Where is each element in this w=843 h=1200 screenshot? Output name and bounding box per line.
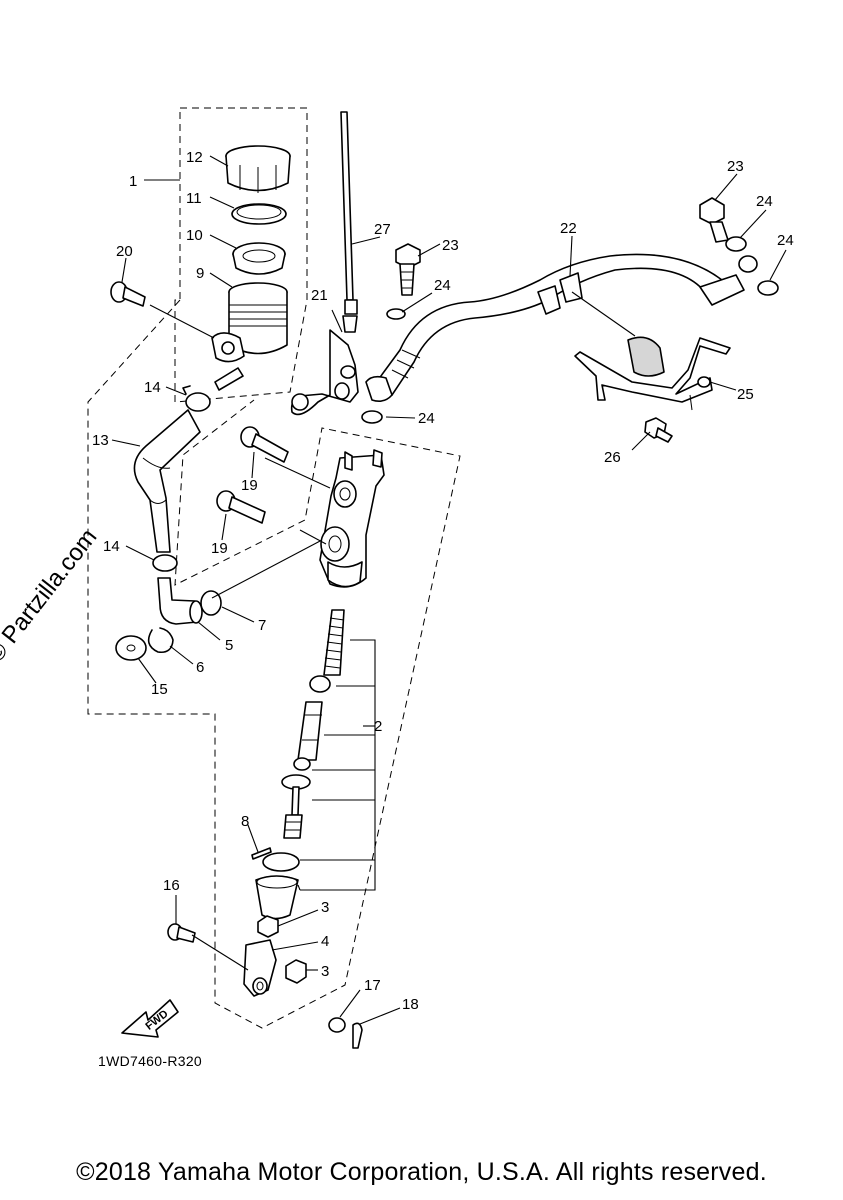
copyright-notice: ©2018 Yamaha Motor Corporation, U.S.A. A… xyxy=(76,1158,767,1186)
piston[interactable] xyxy=(297,701,323,761)
copper-washer-24-left-upper[interactable] xyxy=(386,308,406,320)
callout-24-right-b[interactable]: 24 xyxy=(777,232,794,249)
callout-21[interactable]: 21 xyxy=(311,287,328,304)
union-bolt-23-left[interactable] xyxy=(395,243,421,296)
callout-11[interactable]: 11 xyxy=(186,190,202,207)
callout-8[interactable]: 8 xyxy=(241,813,249,830)
cotter-pin-8[interactable] xyxy=(251,847,272,860)
callout-13[interactable]: 13 xyxy=(92,432,109,449)
nut-3-upper[interactable] xyxy=(257,915,279,938)
callout-27[interactable]: 27 xyxy=(374,221,391,238)
washer-17[interactable] xyxy=(328,1017,346,1033)
callout-14-upper[interactable]: 14 xyxy=(144,379,161,396)
callout-23-left[interactable]: 23 xyxy=(442,237,459,254)
master-cylinder-body[interactable] xyxy=(319,449,385,588)
callout-3-upper[interactable]: 3 xyxy=(321,899,329,916)
callout-12[interactable]: 12 xyxy=(186,149,203,166)
callout-2[interactable]: 2 xyxy=(374,718,382,735)
copper-washer-24-left-lower[interactable] xyxy=(361,410,383,424)
brake-hose[interactable] xyxy=(365,253,745,402)
callout-4[interactable]: 4 xyxy=(321,933,329,950)
reservoir-cap[interactable] xyxy=(225,145,291,193)
callout-6[interactable]: 6 xyxy=(196,659,204,676)
reservoir-assembly-outline xyxy=(87,107,461,1029)
callout-19-upper[interactable]: 19 xyxy=(241,477,258,494)
callout-24-right-a[interactable]: 24 xyxy=(756,193,773,210)
callout-14-lower[interactable]: 14 xyxy=(103,538,120,555)
callout-26[interactable]: 26 xyxy=(604,449,621,466)
copper-washer-24-right-b[interactable] xyxy=(757,280,779,296)
fwd-arrow-icon: FWD xyxy=(121,999,179,1038)
pin-16[interactable] xyxy=(167,923,196,943)
bolt-19-lower[interactable] xyxy=(216,490,266,524)
callout-19-lower[interactable]: 19 xyxy=(211,540,228,557)
callout-15[interactable]: 15 xyxy=(151,681,168,698)
copper-washer-24-right-a[interactable] xyxy=(725,236,747,252)
o-ring[interactable] xyxy=(200,590,222,616)
hose-banjo-right[interactable] xyxy=(738,255,758,273)
hose-guide[interactable] xyxy=(574,336,731,411)
return-spring[interactable] xyxy=(323,609,345,676)
callout-1[interactable]: 1 xyxy=(129,173,137,190)
washer-15[interactable] xyxy=(115,635,147,661)
cable-strap[interactable] xyxy=(340,111,358,333)
callout-9[interactable]: 9 xyxy=(196,265,204,282)
callout-24-left-lower[interactable]: 24 xyxy=(418,410,435,427)
callout-5[interactable]: 5 xyxy=(225,637,233,654)
bolt-26[interactable] xyxy=(644,417,673,443)
push-rod[interactable] xyxy=(281,774,311,839)
clevis[interactable] xyxy=(243,939,277,997)
spring-seat[interactable] xyxy=(309,675,331,693)
diagram-code: 1WD7460-R320 xyxy=(98,1053,202,1069)
reservoir-bracket[interactable] xyxy=(290,329,359,416)
callout-17[interactable]: 17 xyxy=(364,977,381,994)
hose-clamp-upper[interactable] xyxy=(182,385,211,412)
callout-10[interactable]: 10 xyxy=(186,227,203,244)
piston-cup[interactable] xyxy=(293,757,311,771)
leader-lines xyxy=(111,155,787,1025)
reservoir-hose[interactable] xyxy=(133,409,201,553)
boot[interactable] xyxy=(255,875,299,920)
circlip[interactable] xyxy=(147,627,174,654)
callout-23-right[interactable]: 23 xyxy=(727,158,744,175)
hose-clamp-lower[interactable] xyxy=(152,554,178,572)
reservoir-diaphragm[interactable] xyxy=(232,242,286,275)
piston-circlip[interactable] xyxy=(262,852,300,872)
hose-joint[interactable] xyxy=(157,577,203,625)
callout-labels: 1 2 3 3 4 5 6 7 8 9 10 11 12 13 14 14 15… xyxy=(92,149,794,1013)
reservoir-body[interactable] xyxy=(211,282,288,391)
callout-24-left-upper[interactable]: 24 xyxy=(434,277,451,294)
nut-3-lower[interactable] xyxy=(285,959,307,984)
callout-3-lower[interactable]: 3 xyxy=(321,963,329,980)
callout-22[interactable]: 22 xyxy=(560,220,577,237)
bolt-20[interactable] xyxy=(110,281,146,307)
callout-25[interactable]: 25 xyxy=(737,386,754,403)
reservoir-diaphragm-plate[interactable] xyxy=(231,203,287,225)
union-bolt-23-right[interactable] xyxy=(699,197,729,243)
bolt-19-upper[interactable] xyxy=(240,426,289,463)
callout-7[interactable]: 7 xyxy=(258,617,266,634)
callout-20[interactable]: 20 xyxy=(116,243,133,260)
callout-16[interactable]: 16 xyxy=(163,877,180,894)
cotter-pin-18[interactable] xyxy=(352,1022,363,1049)
callout-18[interactable]: 18 xyxy=(402,996,419,1013)
